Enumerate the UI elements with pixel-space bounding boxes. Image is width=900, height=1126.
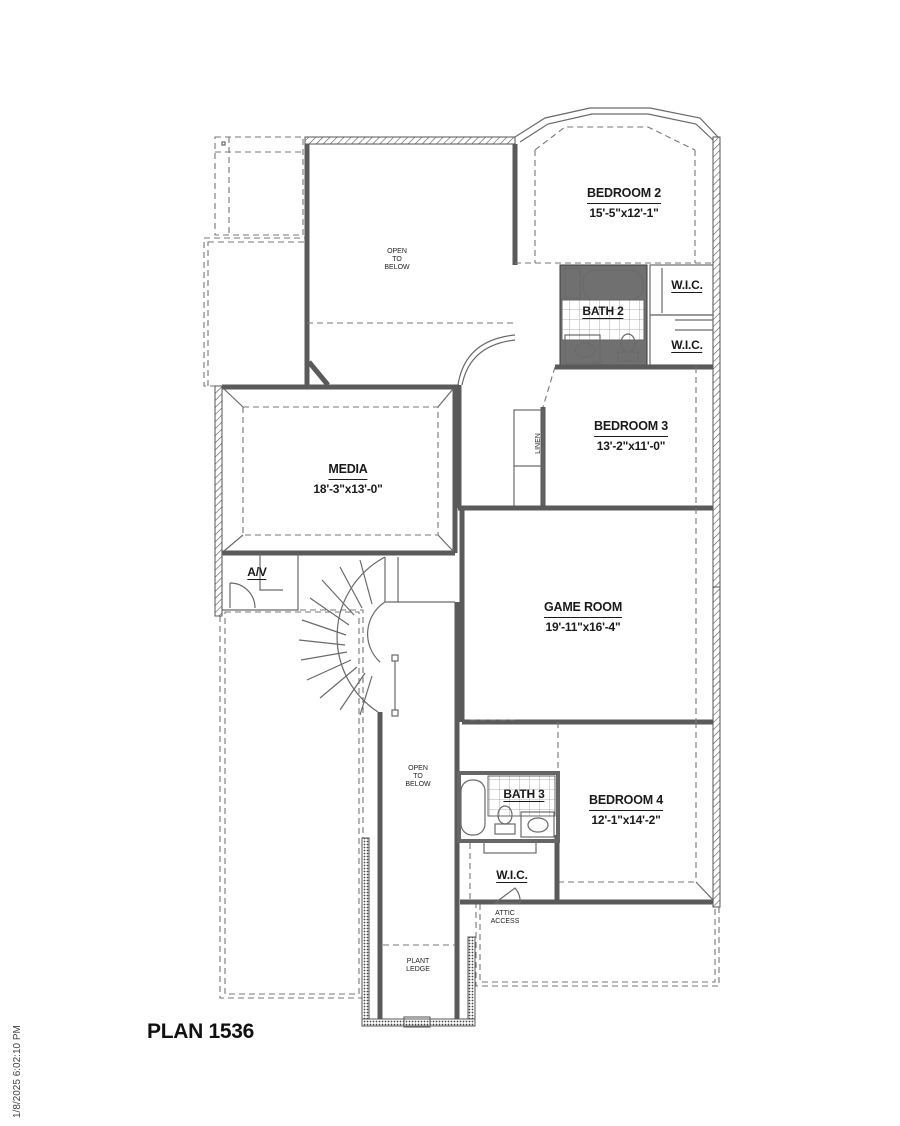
wic-bedroom-4-label: W.I.C. bbox=[496, 868, 528, 883]
media-name: MEDIA bbox=[328, 462, 368, 480]
media-dims: 18'-3"x13'-0" bbox=[313, 481, 383, 496]
bedroom-2-name: BEDROOM 2 bbox=[587, 186, 661, 204]
bedroom-3-label: BEDROOM 3 13'-2"x11'-0" bbox=[594, 416, 668, 454]
plant-ledge bbox=[361, 837, 476, 1028]
bedroom-2-dims: 15'-5"x12'-1" bbox=[589, 205, 659, 220]
game-room-walls bbox=[459, 508, 721, 908]
bath-3-walls bbox=[457, 771, 560, 854]
open-to-below-top-label: OPEN TO BELOW bbox=[384, 248, 410, 272]
bedroom-3-dims: 13'-2"x11'-0" bbox=[596, 438, 666, 453]
bedroom-3-name: BEDROOM 3 bbox=[594, 419, 668, 437]
timestamp: 1/8/2025 6:02:10 PM bbox=[12, 1025, 23, 1118]
media-room-walls bbox=[214, 384, 459, 617]
bedroom-4-dims: 12'-1"x14'-2" bbox=[591, 812, 661, 827]
linen-label: LINEN bbox=[534, 433, 542, 454]
wic-bedroom-4 bbox=[469, 843, 521, 904]
open-to-below-top-area bbox=[304, 144, 518, 387]
bath-2-walls bbox=[559, 264, 648, 368]
bedroom-4-label: BEDROOM 4 12'-1"x14'-2" bbox=[589, 790, 663, 828]
av-closet bbox=[221, 553, 299, 611]
open-to-below-stair-label: OPEN TO BELOW bbox=[405, 765, 431, 789]
bedroom-3-walls bbox=[458, 364, 713, 511]
media-label: MEDIA 18'-3"x13'-0" bbox=[313, 459, 382, 497]
game-room-dims: 19'-11"x16'-4" bbox=[545, 619, 621, 634]
bath-3-label: BATH 3 bbox=[503, 787, 545, 802]
bedroom-4-name: BEDROOM 4 bbox=[589, 793, 663, 811]
bedroom-2-label: BEDROOM 2 15'-5"x12'-1" bbox=[587, 183, 661, 221]
wic-upper-label: W.I.C. bbox=[671, 278, 703, 293]
plant-ledge-label: PLANT LEDGE bbox=[406, 958, 430, 974]
exterior-wall-top bbox=[304, 136, 516, 145]
wic-lower-label: W.I.C. bbox=[671, 338, 703, 353]
plan-title: PLAN 1536 bbox=[147, 1020, 255, 1043]
game-room-label: GAME ROOM 19'-11"x16'-4" bbox=[543, 597, 622, 635]
game-room-name: GAME ROOM bbox=[543, 600, 622, 618]
bath-2-label: BATH 2 bbox=[582, 304, 624, 319]
attic-access-label: ATTIC ACCESS bbox=[490, 910, 520, 926]
spiral-staircase bbox=[298, 556, 455, 717]
av-label: A/V bbox=[247, 565, 267, 580]
